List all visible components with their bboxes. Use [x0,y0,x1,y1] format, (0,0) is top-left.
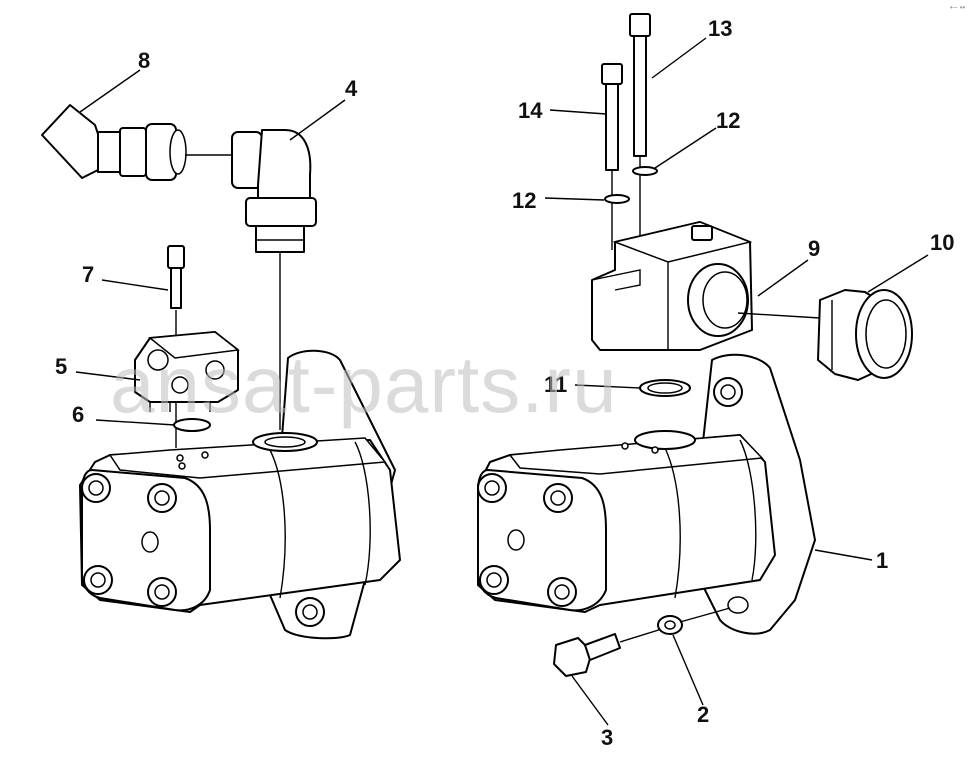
part-7-screw [167,245,185,309]
part-9-adapter-block [591,221,753,351]
part-5-valve-block [134,331,240,412]
callout-8: 8 [138,48,150,73]
watermark: ansat-parts.ru [110,340,618,429]
callout-5: 5 [55,354,67,379]
callout-12-upper: 12 [716,108,740,133]
callout-10: 10 [930,230,954,255]
part-13-screw [629,13,651,157]
callout-14: 14 [518,98,543,123]
right-pump-assembly [477,353,816,635]
part-12-washer-lower [604,194,630,204]
callout-7: 7 [82,262,94,287]
callout-labels: 8 4 7 5 6 13 12 14 12 9 10 11 1 2 3 [55,16,954,750]
left-pump-assembly [79,349,401,640]
part-10-adapter-fitting [817,289,913,381]
part-4-elbow-fitting [231,129,317,253]
callout-13: 13 [708,16,732,41]
callout-9: 9 [808,236,820,261]
corner-mark: •− •• [950,3,965,12]
leader-lines [75,37,929,726]
part-3-bolt [553,633,621,677]
callout-1: 1 [876,548,888,573]
callout-12-lower: 12 [512,188,536,213]
callout-11: 11 [544,372,567,397]
callout-3: 3 [601,725,613,750]
part-14-screw [601,63,623,171]
part-12-washer-upper [632,166,658,176]
callout-6: 6 [72,402,84,427]
callout-2: 2 [697,702,709,727]
part-8-elbow-fitting [41,104,187,181]
callout-4: 4 [345,76,358,101]
